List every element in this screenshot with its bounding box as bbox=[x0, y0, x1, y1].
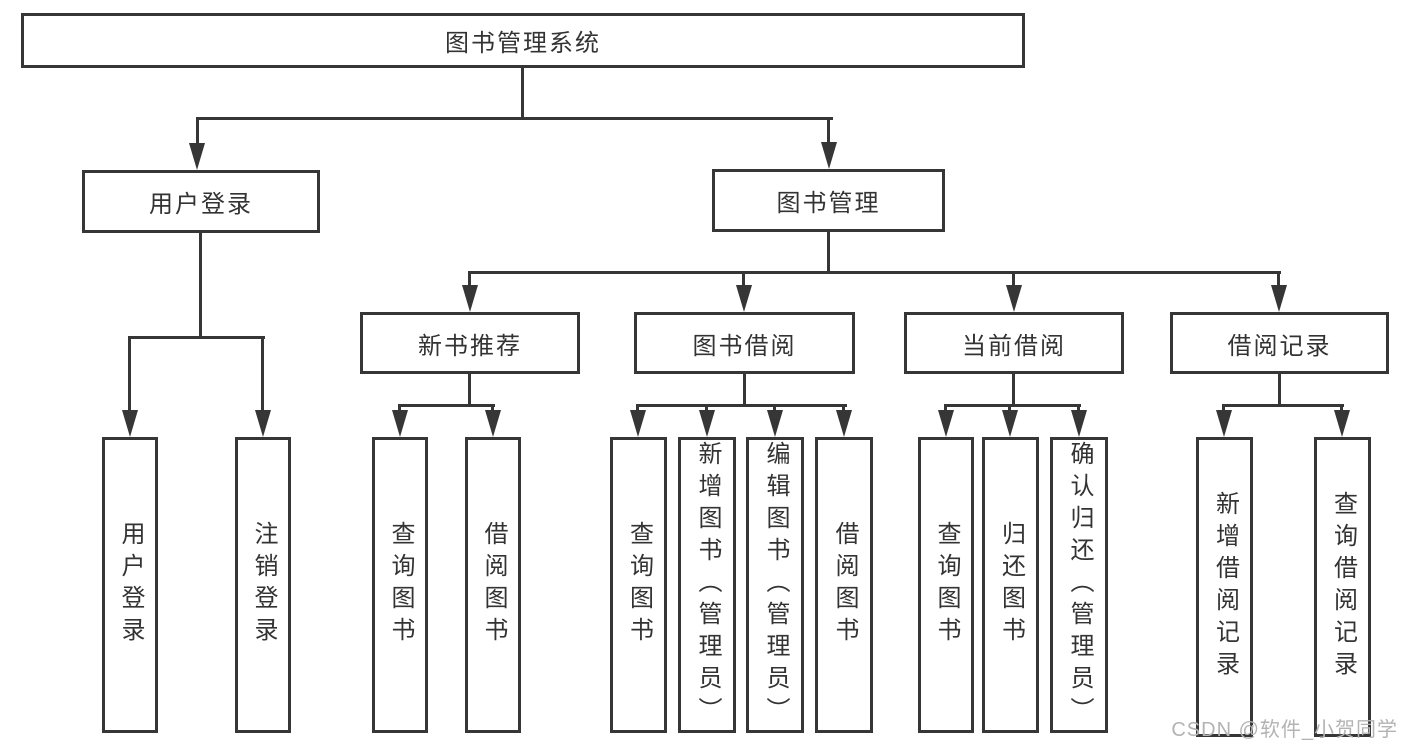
connector-line bbox=[261, 336, 264, 414]
connector-line bbox=[468, 271, 471, 289]
leaf-logout: 注销登录 bbox=[235, 437, 291, 733]
arrowhead-icon bbox=[699, 410, 715, 437]
connector-line bbox=[1340, 404, 1343, 414]
node-root-system: 图书管理系统 bbox=[21, 13, 1025, 68]
leaf-current-confirm-return-admin: 确认归还（管理员） bbox=[1050, 437, 1108, 733]
connector-line bbox=[1012, 374, 1015, 407]
node-borrowing-records: 借阅记录 bbox=[1170, 312, 1389, 374]
leaf-borrowing-add-admin: 新增图书（管理员） bbox=[678, 437, 736, 733]
connector-line bbox=[705, 404, 708, 414]
arrowhead-icon bbox=[255, 410, 271, 437]
connector-line bbox=[128, 336, 131, 414]
connector-line bbox=[468, 271, 1281, 274]
connector-line bbox=[398, 404, 401, 414]
connector-line bbox=[1077, 404, 1080, 414]
arrowhead-icon bbox=[767, 410, 783, 437]
leaf-current-return: 归还图书 bbox=[982, 437, 1039, 733]
leaf-borrowing-query: 查询图书 bbox=[610, 437, 667, 733]
node-current-borrowing: 当前借阅 bbox=[904, 312, 1124, 374]
connector-line bbox=[773, 404, 776, 414]
arrowhead-icon bbox=[1271, 285, 1287, 312]
leaf-user-login: 用户登录 bbox=[102, 437, 158, 733]
connector-line bbox=[636, 404, 847, 407]
connector-line bbox=[196, 117, 833, 120]
leaf-borrowing-borrow: 借阅图书 bbox=[815, 437, 873, 733]
arrowhead-icon bbox=[821, 142, 837, 169]
connector-line bbox=[944, 404, 947, 414]
arrowhead-icon bbox=[1216, 410, 1232, 437]
arrowhead-icon bbox=[189, 143, 205, 170]
arrowhead-icon bbox=[836, 410, 852, 437]
arrowhead-icon bbox=[1006, 285, 1022, 312]
connector-line bbox=[196, 117, 199, 145]
arrowhead-icon bbox=[938, 410, 954, 437]
arrowhead-icon bbox=[1334, 410, 1350, 437]
arrowhead-icon bbox=[736, 285, 752, 312]
arrowhead-icon bbox=[1002, 410, 1018, 437]
connector-line bbox=[743, 374, 746, 407]
connector-line bbox=[944, 404, 1081, 407]
node-book-management: 图书管理 bbox=[712, 169, 945, 232]
connector-line bbox=[1012, 271, 1015, 289]
connector-line bbox=[1222, 404, 1225, 414]
watermark: CSDN @软件_小贺同学 bbox=[1171, 719, 1398, 741]
leaf-records-query: 查询借阅记录 bbox=[1314, 437, 1371, 737]
connector-line bbox=[1278, 374, 1281, 407]
connector-line bbox=[468, 374, 471, 407]
node-user-login: 用户登录 bbox=[82, 170, 320, 233]
leaf-newbooks-borrow: 借阅图书 bbox=[465, 437, 521, 733]
node-book-borrowing: 图书借阅 bbox=[634, 312, 855, 374]
leaf-current-query: 查询图书 bbox=[918, 437, 974, 733]
connector-line bbox=[1008, 404, 1011, 414]
connector-line bbox=[398, 404, 495, 407]
connector-line bbox=[742, 271, 745, 289]
connector-line bbox=[491, 404, 494, 414]
arrowhead-icon bbox=[630, 410, 646, 437]
connector-line bbox=[521, 68, 524, 120]
connector-line bbox=[1277, 271, 1280, 289]
node-new-books: 新书推荐 bbox=[360, 312, 580, 374]
connector-line bbox=[1222, 404, 1344, 407]
leaf-borrowing-edit-admin: 编辑图书（管理员） bbox=[746, 437, 804, 733]
leaf-records-add: 新增借阅记录 bbox=[1196, 437, 1253, 737]
arrowhead-icon bbox=[485, 410, 501, 437]
connector-line bbox=[128, 336, 265, 339]
arrowhead-icon bbox=[462, 285, 478, 312]
connector-line bbox=[636, 404, 639, 414]
connector-line bbox=[827, 232, 830, 274]
leaf-newbooks-query: 查询图书 bbox=[372, 437, 428, 733]
connector-line bbox=[199, 233, 202, 339]
arrowhead-icon bbox=[122, 410, 138, 437]
connector-line bbox=[842, 404, 845, 414]
arrowhead-icon bbox=[392, 410, 408, 437]
arrowhead-icon bbox=[1071, 410, 1087, 437]
connector-line bbox=[827, 117, 830, 145]
